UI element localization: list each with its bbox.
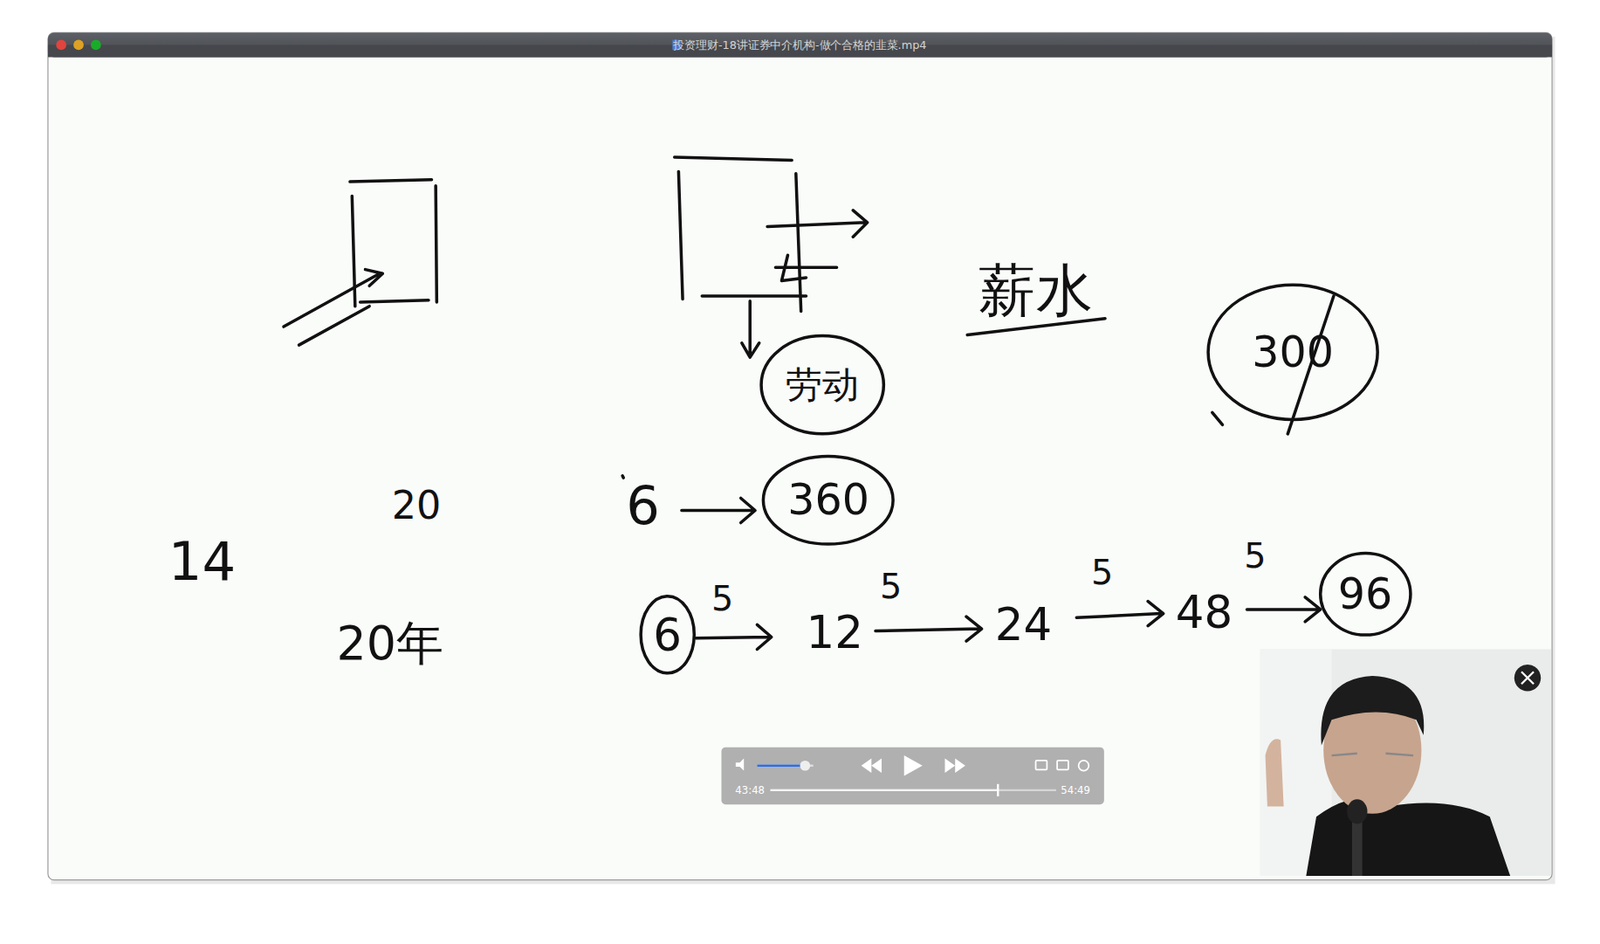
rate-number: 5 xyxy=(1243,537,1266,573)
circled-number: 96 xyxy=(1318,550,1413,637)
rate-number: 5 xyxy=(1091,554,1113,590)
node-text: 360 xyxy=(787,478,870,522)
window-title: 投资理财-18讲证券中介机构-做个合格的韭菜.mp4 xyxy=(672,39,927,51)
rate-number: 5 xyxy=(711,580,734,616)
hand-word: 薪水 xyxy=(978,261,1093,319)
time-total: 54:49 xyxy=(1060,785,1091,797)
node-text: 300 xyxy=(1251,330,1334,374)
circled-word: 劳动 xyxy=(759,333,886,436)
crossed-circle: 300 xyxy=(1206,282,1381,422)
hand-number: 20 xyxy=(391,485,442,524)
node-text: 6 xyxy=(652,611,682,657)
circled-number: 360 xyxy=(762,453,896,546)
hand-note: 20年 xyxy=(336,619,443,667)
hand-number: 48 xyxy=(1175,590,1233,635)
node-text: 劳动 xyxy=(785,366,859,404)
node-text: 96 xyxy=(1338,572,1393,616)
circled-number: 6 xyxy=(638,594,697,676)
time-elapsed: 43:48 xyxy=(734,785,765,797)
hand-number: 14 xyxy=(168,535,236,589)
rate-number: 5 xyxy=(879,568,902,604)
hand-number: 24 xyxy=(995,602,1052,647)
hand-number: 12 xyxy=(806,610,864,655)
hand-number: 6 xyxy=(625,478,660,532)
